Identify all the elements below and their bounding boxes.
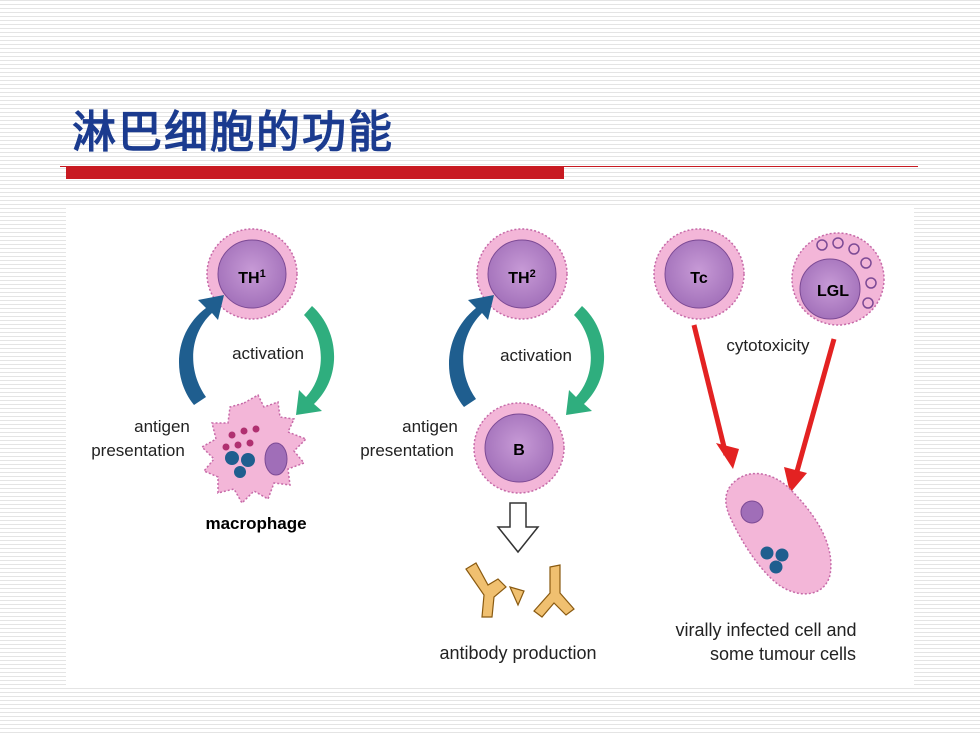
lymphocyte-function-figure: TH1 activation antigen presentation macr… bbox=[66, 207, 914, 685]
th2-superscript: 2 bbox=[530, 268, 536, 280]
page-title: 淋巴细胞的功能 bbox=[72, 107, 394, 158]
activation-label-mid: activation bbox=[500, 346, 572, 365]
svg-text:TH1: TH1 bbox=[238, 268, 265, 287]
activation-label-left: activation bbox=[232, 344, 304, 363]
antigen-label-mid: antigen bbox=[402, 417, 458, 436]
target-label-line1: virally infected cell and bbox=[675, 620, 856, 640]
cytotoxicity-arrow-tc bbox=[691, 324, 739, 469]
title-rule bbox=[60, 166, 918, 167]
cytotoxicity-label: cytotoxicity bbox=[726, 336, 810, 355]
presentation-label-mid: presentation bbox=[360, 441, 454, 460]
lgl-label: LGL bbox=[817, 283, 849, 300]
presentation-label-left: presentation bbox=[91, 441, 185, 460]
tc-label: Tc bbox=[690, 270, 708, 287]
activation-arrow-left bbox=[296, 306, 335, 415]
b-cell: B bbox=[473, 402, 565, 494]
target-label-line2: some tumour cells bbox=[710, 644, 856, 664]
th2-label: TH bbox=[508, 270, 529, 287]
lgl-cell: LGL bbox=[791, 232, 885, 326]
antibody-icon bbox=[533, 564, 575, 618]
antigen-presentation-arrow-mid bbox=[448, 295, 494, 407]
th1-label: TH bbox=[238, 270, 259, 287]
th1-cell: TH1 bbox=[206, 228, 298, 320]
th1-superscript: 1 bbox=[260, 268, 266, 280]
activation-arrow-mid bbox=[566, 306, 605, 415]
antigen-label-left: antigen bbox=[134, 417, 190, 436]
macrophage-cell bbox=[200, 393, 308, 505]
tc-cell: Tc bbox=[653, 228, 745, 320]
macrophage-label: macrophage bbox=[205, 514, 306, 533]
svg-text:TH2: TH2 bbox=[508, 268, 535, 287]
antigen-presentation-arrow-left bbox=[178, 295, 224, 405]
b-cell-label: B bbox=[513, 442, 525, 459]
target-cell bbox=[725, 472, 832, 595]
antibody-production-label: antibody production bbox=[439, 643, 596, 663]
cytotoxicity-arrow-lgl bbox=[784, 338, 837, 493]
antibody-icon bbox=[465, 562, 525, 618]
antibody-production-arrow bbox=[496, 502, 540, 554]
th2-cell: TH2 bbox=[476, 228, 568, 320]
title-rule-accent bbox=[66, 167, 564, 179]
